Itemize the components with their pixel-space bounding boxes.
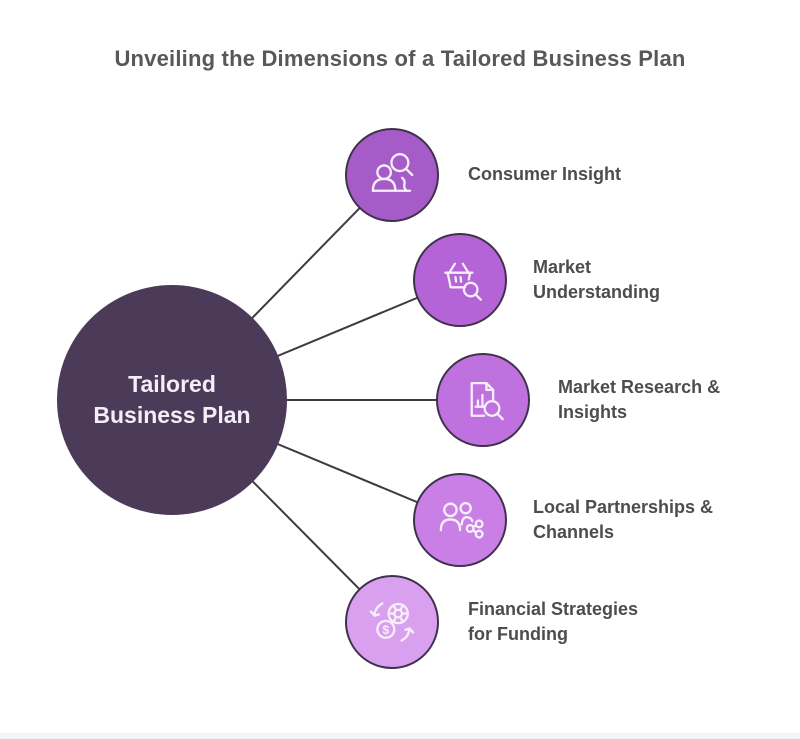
bottom-divider	[0, 733, 800, 739]
svg-text:$: $	[382, 623, 389, 637]
basket-magnifier-icon	[433, 253, 487, 307]
node-label-financial-strategies-funding: Financial Strategies for Funding	[468, 599, 639, 644]
people-network-icon	[433, 493, 487, 547]
node-label-market-understanding: Market Understanding	[533, 257, 661, 302]
coin-chip-exchange-icon: $	[365, 595, 419, 649]
node-circle-financial-strategies-funding: $	[345, 575, 439, 669]
center-label-line2: Business Plan	[93, 402, 251, 428]
node-label-local-partnerships-channels: Local Partnerships & Channels	[533, 497, 714, 542]
node-circle-market-research-insights	[436, 353, 530, 447]
node-circle-consumer-insight	[345, 128, 439, 222]
node-circle-local-partnerships-channels	[413, 473, 507, 567]
center-node-label: Tailored Business Plan	[93, 369, 250, 431]
document-chart-magnifier-icon	[456, 373, 510, 427]
node-label-market-research-insights: Market Research & Insights	[558, 377, 721, 422]
node-label-consumer-insight: Consumer Insight	[468, 164, 622, 184]
person-magnifier-icon	[365, 148, 419, 202]
center-label-line1: Tailored	[128, 371, 216, 397]
page-title: Unveiling the Dimensions of a Tailored B…	[114, 46, 686, 71]
node-circle-market-understanding	[413, 233, 507, 327]
center-node-tailored-business-plan: Tailored Business Plan	[57, 285, 287, 515]
